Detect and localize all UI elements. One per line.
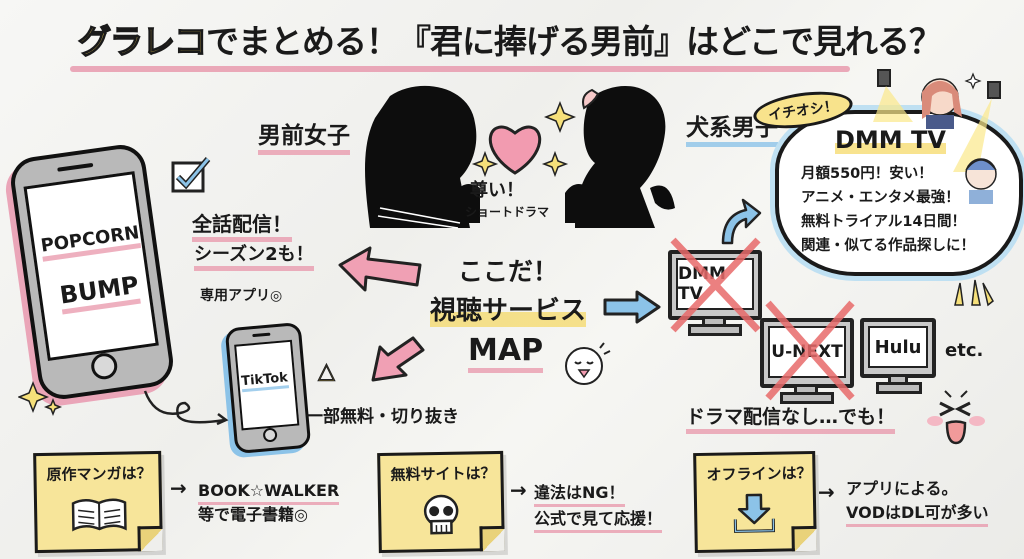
arrow-right-icon: → <box>510 478 527 502</box>
sparkle-icon <box>541 150 569 178</box>
toutoi-text: 尊い！ <box>470 180 524 201</box>
bump-label: BUMP <box>58 270 142 315</box>
all-episodes-text: 全話配信！ <box>192 208 292 242</box>
faq-note-offline: オフラインは？ <box>693 450 817 554</box>
page-title: グラレコでまとめる！『君に捧げる男前』はどこで見れる？ <box>77 20 942 64</box>
arrow-up-right-blue-icon <box>721 198 762 245</box>
triangle-mark: △ <box>318 359 336 385</box>
dog-boy-silhouette-icon <box>565 85 675 228</box>
koko-da-text: ここだ！ <box>458 257 559 286</box>
girl-silhouette-icon <box>365 85 480 229</box>
viewing-services-text: 視聴サービス <box>430 290 587 327</box>
tiktok-note-text: 一部無料・切り抜き <box>306 407 459 427</box>
recommend-point: 関連・似てる作品探しに！ <box>801 238 975 254</box>
tv-dmm: DMM TV <box>668 237 764 338</box>
smiley-face-icon <box>565 342 611 385</box>
tv-base <box>876 382 922 394</box>
heart-icon <box>488 125 542 175</box>
download-icon <box>733 493 776 533</box>
laughing-face-icon <box>927 390 985 445</box>
tv-unext: U-NEXT <box>760 300 860 406</box>
phone-home-button <box>89 351 119 381</box>
faq-answer-line2: 公式で見て応援！ <box>534 508 663 533</box>
note-fold <box>791 525 817 552</box>
tv-screen-label: Hulu <box>868 326 928 368</box>
note-fold <box>137 525 163 552</box>
spotlight-icon <box>873 69 913 122</box>
arrow-right-blue-icon <box>603 290 661 324</box>
no-drama-text: ドラマ配信なし…でも！ <box>686 402 896 434</box>
faq-question: オフラインは？ <box>706 464 812 484</box>
recommend-point: アニメ・エンタメ最強！ <box>801 190 960 206</box>
excited-boy-icon <box>965 158 997 204</box>
phone-speaker <box>57 162 94 172</box>
title-underline <box>70 66 850 72</box>
phone-speaker <box>252 332 271 338</box>
skull-icon <box>423 494 459 535</box>
emphasis-lines-icon <box>954 279 994 307</box>
faq-answer-line1: アプリによる。 <box>846 479 958 498</box>
faq-answer-line1: 違法はNG！ <box>534 482 625 507</box>
phone-home-button <box>262 427 278 443</box>
faq-answer-line1: BOOK☆WALKER <box>198 480 340 505</box>
tv-base <box>688 324 742 336</box>
arrow-down-left-pink-icon <box>371 336 425 382</box>
triangle-icon: △ <box>318 359 336 385</box>
sparkle-icon <box>964 72 982 90</box>
tv-screen-label: DMM TV <box>676 258 754 310</box>
arrow-left-pink-icon <box>338 246 422 292</box>
sparkle-icon <box>18 380 63 417</box>
otokomae-joshi-label: 男前女子 <box>258 116 350 155</box>
arrow-right-icon: → <box>170 476 187 500</box>
open-book-icon <box>71 498 127 532</box>
season2-text: シーズン2も！ <box>194 240 314 271</box>
faq-answer-line2: 等で電子書籍◎ <box>198 505 308 524</box>
faq-question: 無料サイトは？ <box>390 464 496 484</box>
sparkle-icon <box>543 100 577 134</box>
etc-text: etc. <box>945 340 984 361</box>
anime-girl-icon <box>921 78 962 129</box>
popcorn-label: POPCORN <box>39 222 142 262</box>
sparkle-icon <box>471 150 499 178</box>
short-drama-text: ショートドラマ <box>465 205 550 219</box>
faq-question: 原作マンガは？ <box>46 464 152 484</box>
title-text: でまとめる！『君に捧げる男前』はどこで見れる？ <box>206 22 942 61</box>
spotlight-icon <box>953 81 1001 172</box>
dedicated-app-text: 専用アプリ◎ <box>200 288 283 304</box>
recommend-point: 月額550円！安い！ <box>801 166 933 182</box>
title-highlight: グラレコ <box>77 21 208 62</box>
popcorn-bump-phone: POPCORN BUMP <box>7 141 177 403</box>
arrow-right-icon: → <box>818 480 835 504</box>
dmm-tv-heading: DMM TV <box>835 126 946 154</box>
loop-arrow-icon <box>143 390 229 426</box>
recommend-point: 無料トライアル14日間！ <box>801 214 967 230</box>
couple-silhouette-illustration <box>365 85 675 229</box>
faq-note-free-sites: 無料サイトは？ <box>377 450 505 554</box>
faq-note-manga: 原作マンガは？ <box>33 450 163 554</box>
phone-screen: POPCORN BUMP <box>23 171 159 361</box>
checkbox-checked-icon <box>171 157 211 193</box>
tv-hulu: Hulu <box>860 318 944 398</box>
map-text: MAP <box>468 333 544 373</box>
faq-answer-line2: VODはDL可が多い <box>846 502 989 527</box>
tiktok-label: TikTok <box>240 370 289 393</box>
tiktok-phone: TikTok <box>224 321 312 455</box>
phone-screen: TikTok <box>234 339 300 431</box>
tv-screen-label: U-NEXT <box>768 326 846 378</box>
note-fold <box>479 525 505 552</box>
spotlight-illustration <box>873 69 1001 172</box>
